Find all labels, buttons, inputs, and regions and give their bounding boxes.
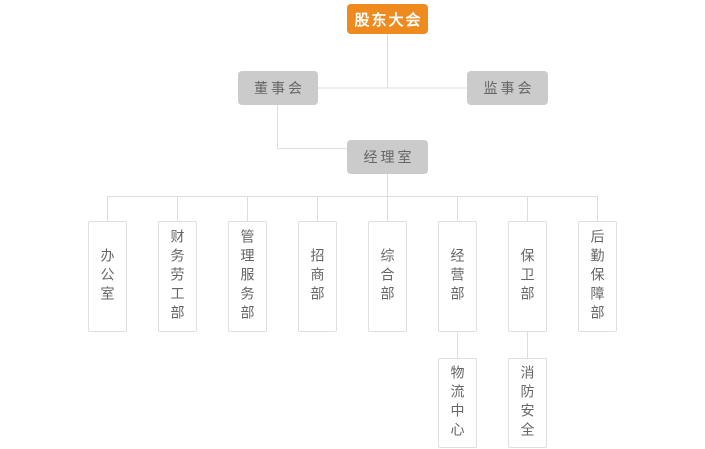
org-node-general-office: 办公室 [88, 221, 127, 332]
org-node-label: 综合部 [379, 248, 396, 305]
org-node-label: 管理服务部 [239, 229, 256, 324]
org-node-finance-labor-dept: 财务劳工部 [158, 221, 197, 332]
org-node-label: 财务劳工部 [169, 229, 186, 324]
org-node-business-dept: 经营部 [438, 221, 477, 332]
org-node-label: 经营部 [449, 248, 466, 305]
org-node-label: 办公室 [99, 248, 116, 305]
org-node-managers-office: 经理室 [347, 140, 428, 174]
org-node-label: 物流中心 [449, 365, 466, 441]
org-node-logistics-support-dept: 后勤保障部 [578, 221, 617, 332]
org-node-fire-safety: 消防安全 [508, 358, 547, 448]
org-node-general-affairs-dept: 综合部 [368, 221, 407, 332]
org-node-label: 招商部 [309, 248, 326, 305]
org-node-label: 保卫部 [519, 248, 536, 305]
org-node-investment-promotion-dept: 招商部 [298, 221, 337, 332]
org-node-label: 消防安全 [519, 365, 536, 441]
org-node-logistics-center: 物流中心 [438, 358, 477, 448]
org-node-supervisory-board: 监事会 [467, 71, 548, 105]
org-node-security-dept: 保卫部 [508, 221, 547, 332]
org-node-management-service-dept: 管理服务部 [228, 221, 267, 332]
org-node-board-of-directors: 董事会 [238, 71, 318, 105]
org-node-shareholders-meeting: 股东大会 [347, 4, 428, 34]
org-node-label: 后勤保障部 [589, 229, 606, 324]
